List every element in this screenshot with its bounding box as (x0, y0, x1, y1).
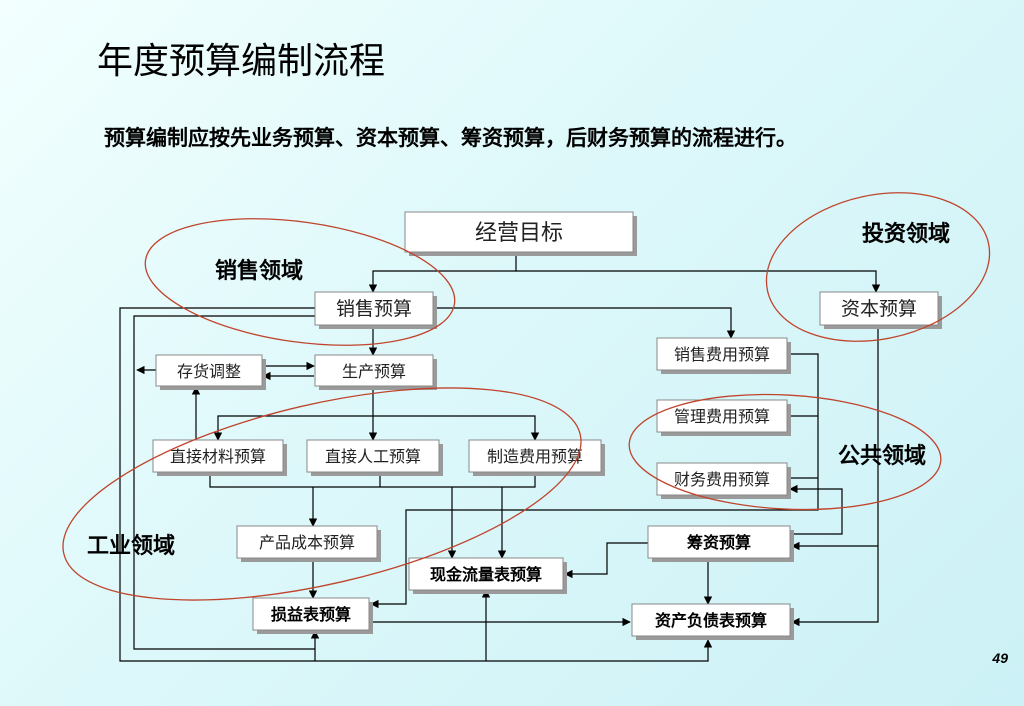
connector-sales-to-selling (432, 307, 736, 339)
connector-direct-bottom (209, 474, 536, 488)
region-label-sales: 销售领域 (215, 258, 303, 284)
ellipse-investment-region (765, 192, 991, 342)
box-label: 产品成本预算 (259, 533, 355, 552)
box-label: 现金流量表预算 (430, 565, 542, 584)
box-business-goal: 经营目标 (404, 211, 637, 256)
box-label: 直接材料预算 (170, 447, 266, 466)
box-financial-expense-budget: 财务费用预算 (656, 462, 791, 499)
page-number: 49 (992, 650, 1008, 666)
box-inventory-adjustment: 存货调整 (155, 354, 266, 390)
box-label: 直接人工预算 (325, 447, 421, 466)
connector-financing-to-finexp (789, 484, 843, 535)
box-label: 销售预算 (336, 298, 412, 320)
connector-expense-bracket (370, 353, 819, 609)
connector-inner-loop (133, 315, 315, 650)
box-cash-flow-budget: 现金流量表预算 (408, 557, 567, 594)
box-label: 资产负债表预算 (655, 611, 767, 630)
box-label: 管理费用预算 (674, 407, 770, 426)
box-label: 经营目标 (475, 221, 563, 246)
box-label: 存货调整 (177, 362, 241, 381)
connector-production-to-overhead (373, 415, 540, 441)
connector-capital-to-balance (791, 325, 879, 627)
box-financing-budget: 筹资预算 (647, 525, 794, 562)
region-label-public: 公共领域 (838, 443, 926, 469)
box-label: 生产预算 (342, 362, 406, 381)
box-selling-expense-budget: 销售费用预算 (656, 337, 791, 374)
box-label: 资本预算 (841, 298, 917, 320)
box-label: 销售费用预算 (674, 345, 770, 364)
box-manufacturing-overhead-budget: 制造费用预算 (468, 439, 605, 476)
box-label: 损益表预算 (271, 605, 351, 624)
ellipse-public-region (628, 393, 942, 511)
ellipse-sales-region (144, 218, 456, 346)
slide-subtitle: 预算编制应按先业务预算、资本预算、筹资预算，后财务预算的流程进行。 (104, 125, 797, 150)
connector-financing-to-cashflow (564, 542, 648, 579)
box-income-statement-budget: 损益表预算 (252, 597, 373, 634)
box-production-budget: 生产预算 (314, 354, 437, 390)
box-admin-expense-budget: 管理费用预算 (656, 399, 791, 436)
box-label: 制造费用预算 (487, 447, 583, 466)
box-balance-sheet-budget: 资产负债表预算 (631, 603, 794, 640)
ellipse-industrial-region (62, 387, 582, 601)
region-label-investment: 投资领域 (862, 221, 950, 247)
box-product-cost-budget: 产品成本预算 (236, 525, 381, 562)
box-label: 财务费用预算 (674, 470, 770, 489)
region-ellipses (62, 192, 991, 601)
connector-goal-to-sales (368, 252, 517, 293)
box-direct-material-budget: 直接材料预算 (152, 439, 287, 476)
box-capital-budget: 资本预算 (819, 291, 942, 329)
box-sales-budget: 销售预算 (314, 291, 437, 329)
region-label-industrial: 工业领域 (87, 533, 175, 559)
connector-goal-to-capital (516, 270, 881, 293)
box-direct-labor-budget: 直接人工预算 (306, 439, 443, 476)
slide-title: 年度预算编制流程 (97, 41, 386, 82)
box-label: 筹资预算 (687, 533, 751, 552)
connector-production-to-material (213, 415, 373, 441)
